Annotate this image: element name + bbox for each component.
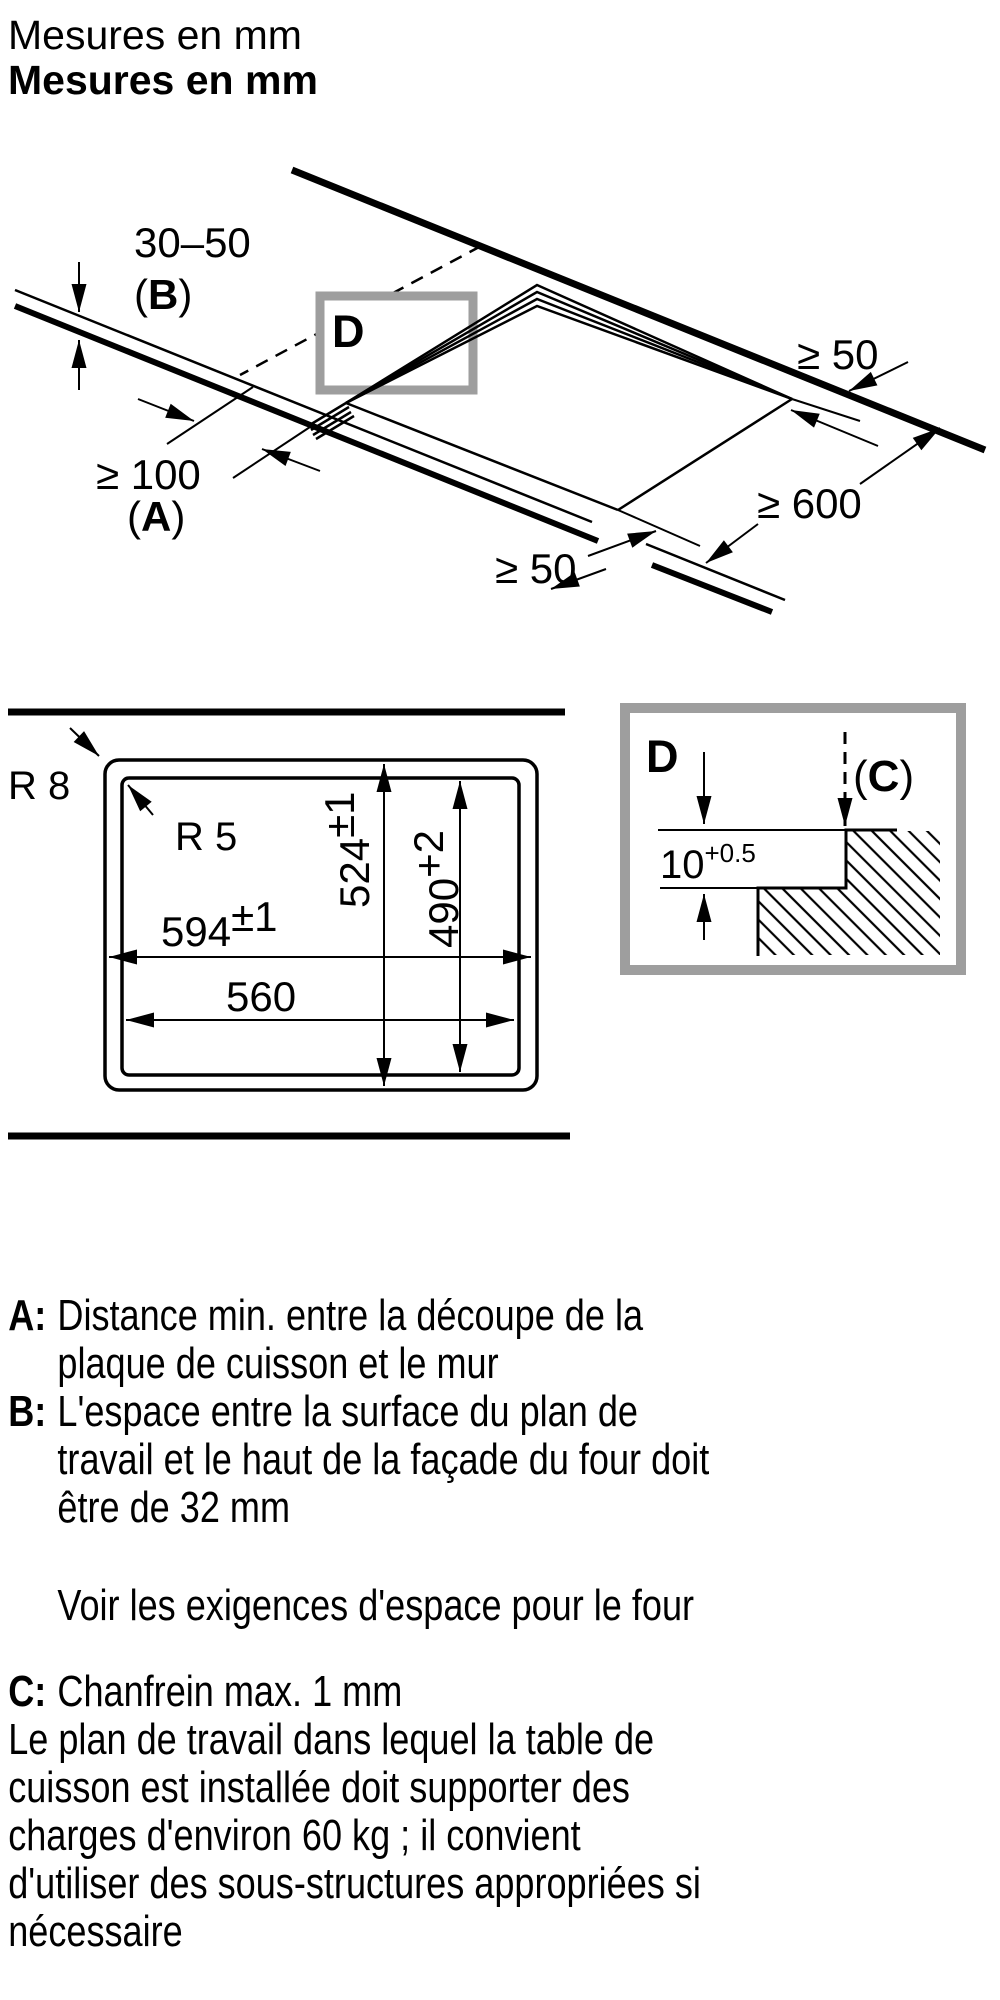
worktop-front-edge <box>13 288 786 615</box>
worktop-outline <box>103 758 539 1092</box>
dimension-560: 560 <box>126 973 514 1028</box>
svg-text:490+2: 490+2 <box>405 830 467 948</box>
legend-label-a: A: <box>8 1291 47 1340</box>
legend-item-a: A: Distance min. entre la découpe de la … <box>8 1291 644 1388</box>
svg-text:10+0.5: 10+0.5 <box>660 838 756 887</box>
legend-note-oven: Voir les exigences d'espace pour le four <box>57 1581 695 1630</box>
cutout-top-view: R 8 R 5 594±1 560 524±1 490+2 <box>8 708 570 1140</box>
svg-text:560: 560 <box>226 973 296 1020</box>
radius-r8-callout: R 8 <box>8 727 100 808</box>
svg-text:≥ 50: ≥ 50 <box>797 331 878 378</box>
dimension-min-600: ≥ 600 <box>705 427 941 564</box>
svg-text:≥ 100: ≥ 100 <box>96 451 201 498</box>
detail-d-callout-label: D <box>332 306 365 357</box>
dimension-min-50-side: ≥ 50 <box>790 331 909 447</box>
dimension-594: 594±1 <box>109 893 531 965</box>
svg-text:≥ 50: ≥ 50 <box>495 545 576 592</box>
perspective-view: D 30–50 (B) ≥ 100 (A) ≥ 50 ≥ 600 <box>13 166 987 615</box>
radius-r5-callout: R 5 <box>127 784 237 859</box>
legend: A: Distance min. entre la découpe de la … <box>0 1292 1000 1956</box>
dimension-10-thickness: 10+0.5 <box>658 752 845 940</box>
cutout-outline <box>120 776 521 1077</box>
legend-item-c: C: Chanfrein max. 1 mm <box>8 1667 403 1716</box>
cutout-opening-edges <box>307 283 793 512</box>
dimension-30-50-B: 30–50 (B) <box>71 219 251 390</box>
installation-drawing: D 30–50 (B) ≥ 100 (A) ≥ 50 ≥ 600 <box>8 166 987 1140</box>
svg-text:(C): (C) <box>853 752 914 801</box>
legend-label-c: C: <box>8 1667 47 1716</box>
legend-item-b: B: L'espace entre la surface du plan de … <box>8 1387 710 1532</box>
legend-label-b: B: <box>8 1387 47 1436</box>
svg-text:≥ 600: ≥ 600 <box>757 480 862 527</box>
page-title-bold: Mesures en mm <box>8 57 318 103</box>
svg-text:30–50: 30–50 <box>134 219 251 266</box>
detail-d-view: D (C) 10+0.5 <box>620 703 966 975</box>
svg-text:524±1: 524±1 <box>316 792 378 909</box>
chamfer-c-callout: (C) <box>837 732 914 826</box>
detail-d-label: D <box>646 731 679 782</box>
legend-paragraph: Le plan de travail dans lequel la table … <box>8 1715 701 1956</box>
worktop-section-profile <box>756 828 940 956</box>
page-title: Mesures en mm <box>8 12 302 58</box>
svg-text:594±1: 594±1 <box>161 893 278 955</box>
rear-wall-edge <box>290 166 987 454</box>
svg-text:R 8: R 8 <box>8 764 70 808</box>
dimension-490: 490+2 <box>405 781 468 1072</box>
dimension-min-50-front: ≥ 50 <box>495 509 701 592</box>
dimension-524: 524±1 <box>316 764 392 1086</box>
svg-text:(B): (B) <box>134 271 192 318</box>
dimension-min-100-A: ≥ 100 (A) <box>96 386 321 540</box>
svg-text:(A): (A) <box>127 493 185 540</box>
svg-text:R 5: R 5 <box>175 815 237 859</box>
